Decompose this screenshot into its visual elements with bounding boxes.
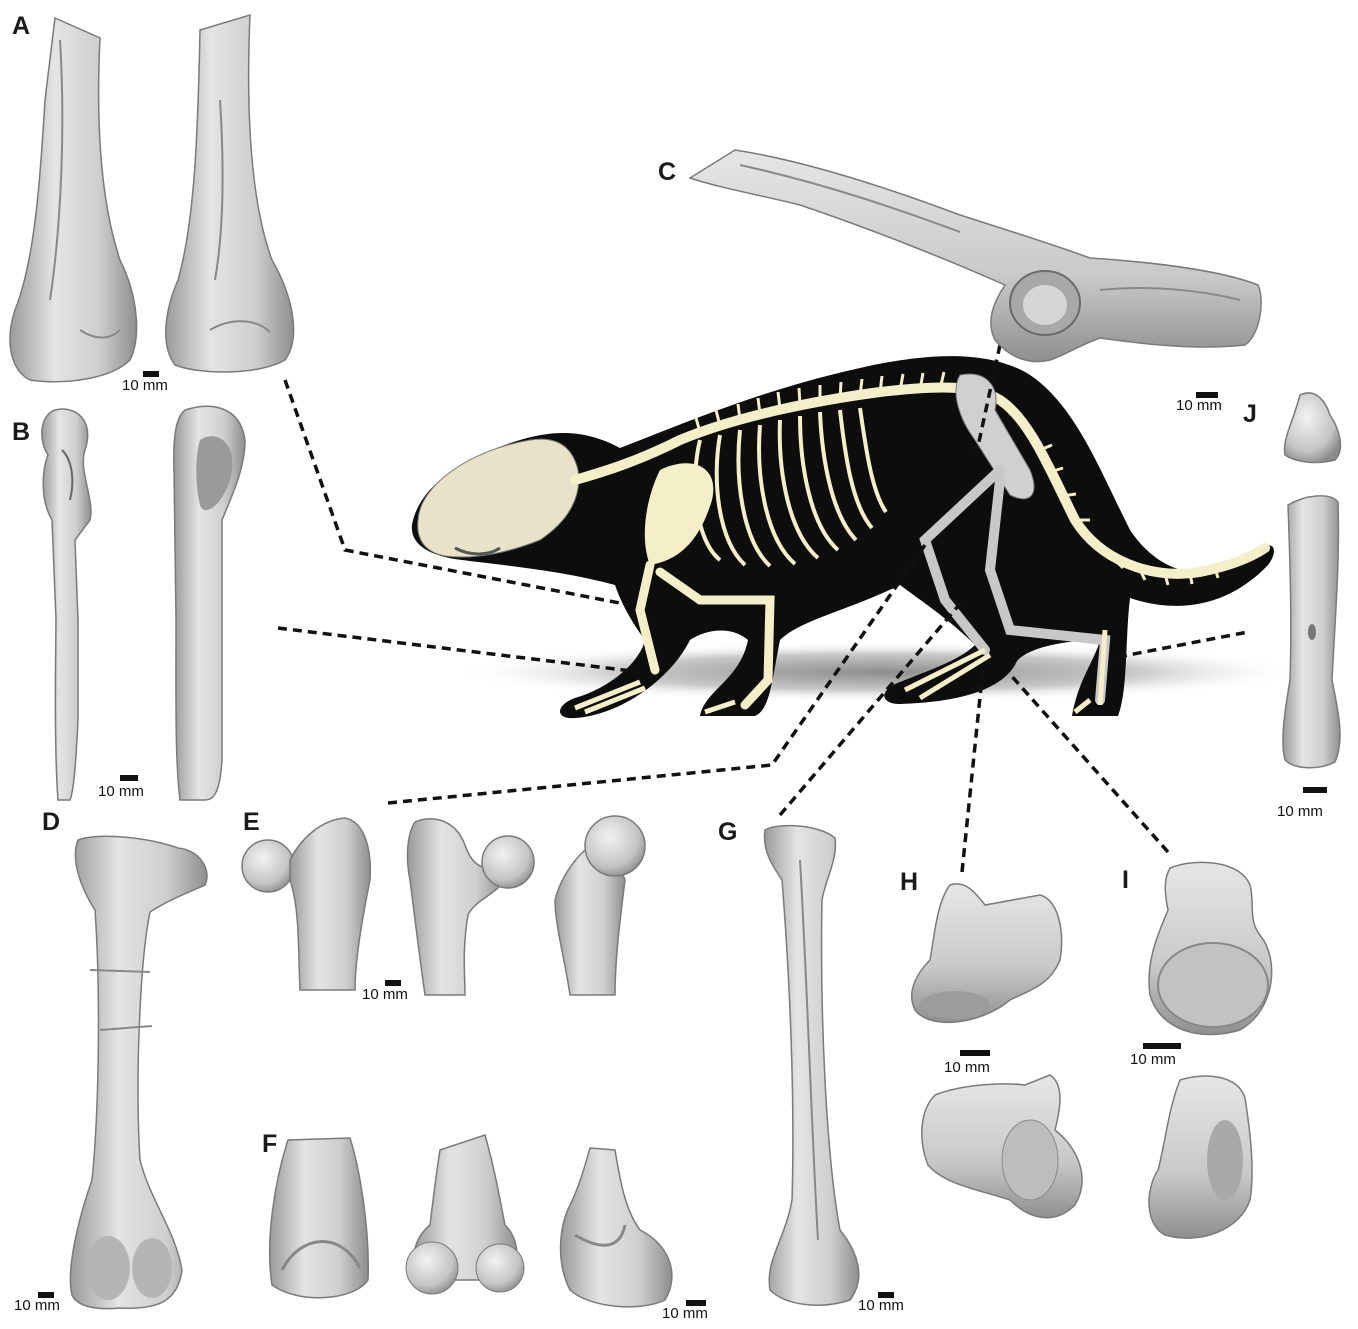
bone-H-view1 [912, 884, 1062, 1023]
panel-label-H: H [900, 870, 918, 895]
bone-A-view1 [10, 18, 137, 382]
panel-label-G: G [718, 820, 737, 845]
scale-text-H: 10 mm [944, 1060, 990, 1075]
bone-I-view1 [1149, 862, 1272, 1034]
scale-bar-H [960, 1050, 990, 1056]
scale-text-J: 10 mm [1277, 804, 1323, 819]
bone-J-proximal [1284, 393, 1340, 463]
scale-text-G: 10 mm [858, 1298, 904, 1313]
scale-text-E: 10 mm [362, 987, 408, 1002]
bone-F-view2 [406, 1135, 524, 1294]
bone-F-view3 [561, 1148, 672, 1307]
scale-text-B: 10 mm [98, 784, 144, 799]
scale-bar-I [1143, 1043, 1181, 1049]
bone-A-view2 [166, 15, 294, 372]
panel-label-F: F [262, 1132, 277, 1157]
bone-C-pelvis [690, 150, 1261, 362]
bone-I-view2 [1149, 1076, 1252, 1238]
ground-shadow [450, 642, 1310, 702]
bone-E-view3 [555, 816, 645, 995]
scale-text-C: 10 mm [1176, 398, 1222, 413]
panel-label-C: C [658, 160, 676, 185]
bone-B-view1 [42, 409, 91, 800]
panel-label-B: B [12, 420, 30, 445]
connector-G [780, 598, 965, 815]
panel-label-D: D [42, 810, 60, 835]
bone-D-femur [70, 836, 207, 1308]
scale-bar-B [120, 775, 138, 781]
bone-E-view2 [408, 819, 534, 995]
bone-B-view2 [174, 406, 245, 800]
bone-E-view1 [242, 818, 370, 990]
panel-label-J: J [1243, 402, 1257, 427]
bone-F-view1 [270, 1138, 369, 1298]
scale-text-A: 10 mm [122, 378, 168, 393]
scale-text-D: 10 mm [14, 1298, 60, 1313]
bone-H-view2 [922, 1075, 1082, 1218]
bone-J-shaft [1283, 496, 1340, 768]
panel-label-A: A [12, 14, 30, 39]
scale-text-F: 10 mm [662, 1306, 708, 1321]
panel-label-E: E [243, 810, 260, 835]
bone-G-tibia [764, 826, 858, 1306]
scale-text-I: 10 mm [1130, 1052, 1176, 1067]
panel-label-I: I [1122, 868, 1129, 893]
scale-bar-J [1303, 787, 1327, 793]
